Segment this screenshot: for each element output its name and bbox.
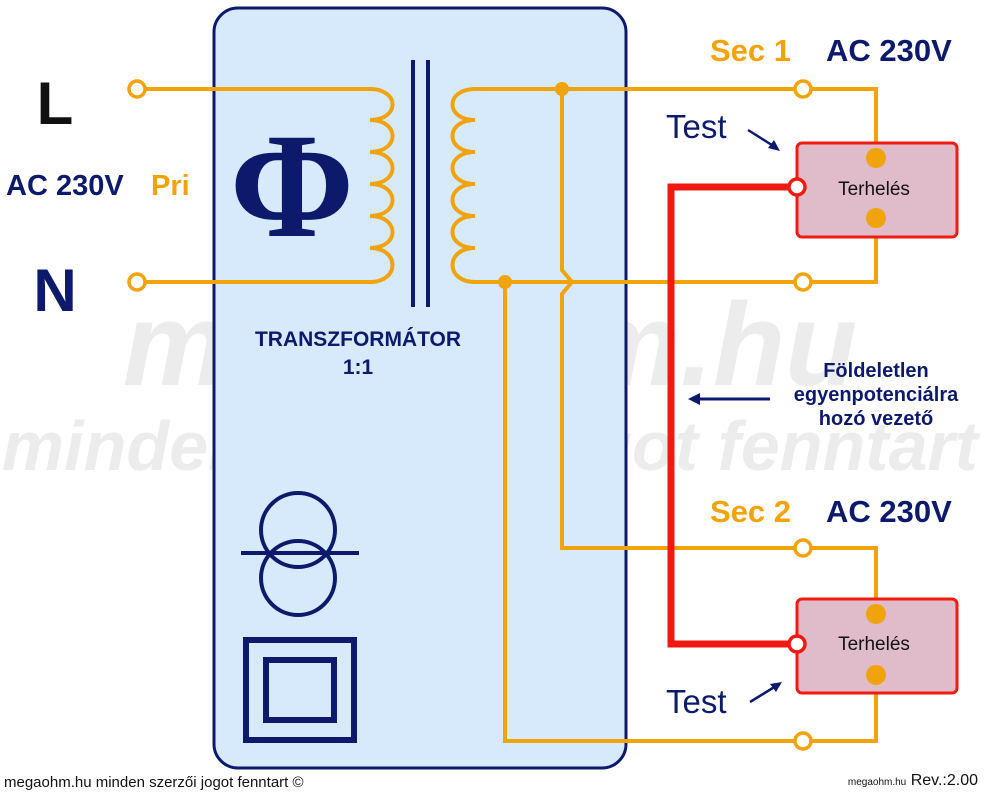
junction-dot-top [555,82,569,96]
secondary-coil [450,87,476,284]
sec2-bond-terminal [787,634,807,654]
bonding-note-arrow-icon [688,393,700,405]
sec2-top-feed [560,89,795,550]
footer-site: megaohm.hu [847,777,907,788]
sec1-load-pin-bottom [866,208,886,228]
sec2-label: Sec 2 [710,494,791,529]
sec1-top-wire [803,87,878,158]
footer-copyright: megaohm.hu minden szerzői jogot fenntart… [4,774,304,791]
transformer-enclosure [212,6,628,770]
sec2-bottom-feed [503,282,795,743]
sec2-terminal-top [793,538,813,558]
primary-pri-label: Pri [151,170,190,202]
transformer-title: TRANSZFORMÁTOR [255,328,461,351]
sec2-top-wire [803,546,878,614]
primary-voltage-label: AC 230V [6,170,124,202]
sec2-bottom-wire [803,675,878,743]
neutral-label: N [33,257,76,324]
footer-revision: Rev.:2.00 [910,772,978,789]
sec2-load-pin-bottom [866,665,886,685]
phi-symbol: Φ [230,103,354,269]
sec1-label: Sec 1 [710,33,791,68]
bonding-note-line2: egyenpotenciálra [794,384,959,406]
isolating-transformer-symbol [241,491,359,617]
junction-dot-bottom [498,275,512,289]
sec2-load-label: Terhelés [838,634,910,655]
line-label: L [37,70,74,137]
sec1-voltage-label: AC 230V [826,33,952,68]
transformer-ratio: 1:1 [343,356,374,379]
primary-line-terminal [127,79,147,99]
primary-neutral-terminal [127,272,147,292]
sec1-bond-terminal [787,177,807,197]
sec2-test-label: Test [666,683,727,720]
equipotential-bonding-conductor [667,183,797,648]
sec2-terminal-bottom [793,731,813,751]
primary-coil [369,87,395,284]
sec1-load-label: Terhelés [838,179,910,200]
sec2-voltage-label: AC 230V [826,494,952,529]
sec1-terminal-top [793,79,813,99]
sec1-terminal-bottom [793,272,813,292]
sec1-test-label: Test [666,108,727,145]
bonding-note-line3: hozó vezető [819,408,933,430]
sec2-test-arrow-icon [770,682,782,692]
bonding-note-line1: Földeletlen [823,360,929,382]
sec1-test-arrow-shaft [747,128,776,149]
sec1-bottom-wire [803,218,878,284]
sec2-test-arrow-shaft [749,684,777,704]
double-insulation-symbol [243,637,357,743]
sec1-test-arrow-icon [768,140,780,151]
sec1-load-pin-top [866,148,886,168]
sec2-load-pin-top [866,604,886,624]
footer-revision-block: megaohm.hu Rev.:2.00 [848,772,978,790]
